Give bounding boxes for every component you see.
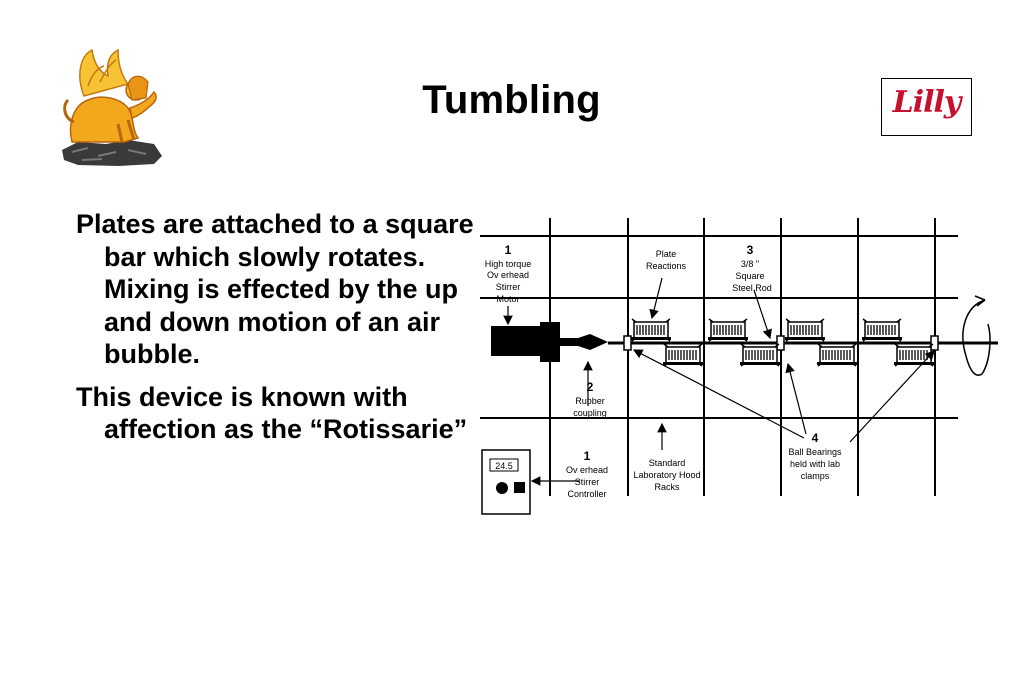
controller-display: 24.5 xyxy=(495,461,513,471)
label-1-controller-line3: Controller xyxy=(567,489,606,499)
label-3-line1: 3/8 " xyxy=(741,259,759,269)
rotisserie-diagram: 24.5 1 High torque Ov erhead Stirrer Mot… xyxy=(480,218,998,515)
label-1-controller-line2: Stirrer xyxy=(575,477,600,487)
label-3-line2: Square xyxy=(735,271,764,281)
label-plate-line1: Plate xyxy=(656,249,677,259)
label-2-number: 2 xyxy=(587,380,594,394)
label-3-line3: Steel Rod xyxy=(732,283,772,293)
label-1-controller-number: 1 xyxy=(584,449,591,463)
label-hood-line1: Standard xyxy=(649,458,686,468)
label-2-line2: coupling xyxy=(573,408,607,418)
label-3-number: 3 xyxy=(747,243,754,257)
label-hood-line3: Racks xyxy=(654,482,680,492)
bullet-item: This device is known with affection as t… xyxy=(76,381,468,445)
label-2-line1: Rubber xyxy=(575,396,605,406)
lilly-logo: Lilly xyxy=(881,78,972,136)
label-hood-line2: Laboratory Hood xyxy=(633,470,700,480)
bullet-list: Plates are attached to a square bar whic… xyxy=(76,208,476,456)
lilly-logo-text: Lilly xyxy=(892,85,962,120)
label-plate-line2: Reactions xyxy=(646,261,687,271)
slide-title: Tumbling xyxy=(422,78,601,122)
bullet-item: Plates are attached to a square bar whic… xyxy=(76,209,474,369)
label-1-motor-number: 1 xyxy=(505,243,512,257)
label-1-motor-line1: High torque xyxy=(485,259,532,269)
label-4-line2: held with lab xyxy=(790,459,840,469)
label-1-motor-line2: Ov erhead xyxy=(487,270,529,280)
sphinx-logo xyxy=(62,48,162,166)
label-1-motor-line3: Stirrer xyxy=(496,282,521,292)
label-1-motor-line4: Motor xyxy=(496,294,519,304)
label-4-number: 4 xyxy=(812,431,819,445)
label-4-line3: clamps xyxy=(801,471,830,481)
label-1-controller-line1: Ov erhead xyxy=(566,465,608,475)
label-4-line1: Ball Bearings xyxy=(788,447,842,457)
